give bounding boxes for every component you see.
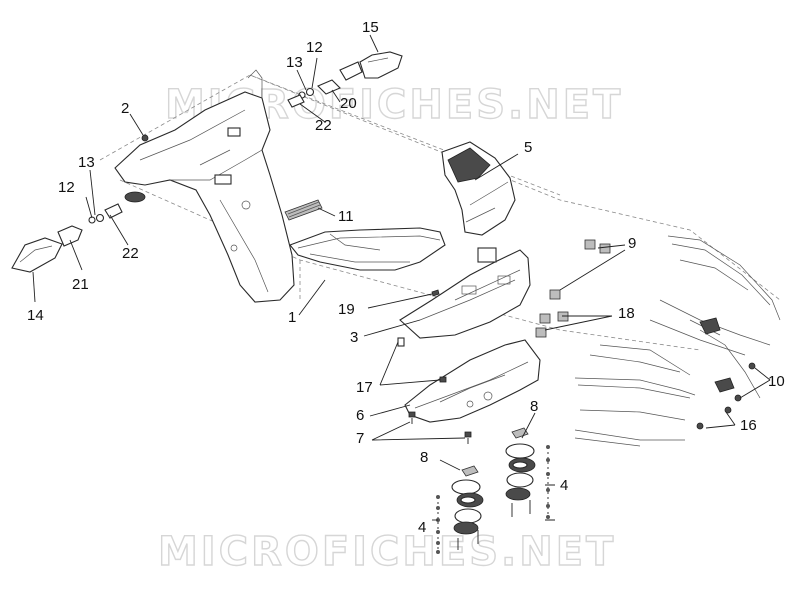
- watermark-bottom: MICROFICHES.NET: [158, 529, 616, 575]
- small-screws: [397, 289, 472, 444]
- callout-12-right: 12: [306, 39, 323, 56]
- bracket-right: [546, 445, 550, 519]
- callout-16: 16: [740, 417, 757, 434]
- leader-lines: [32, 34, 771, 521]
- callout-10: 10: [768, 373, 785, 390]
- callout-22-right: 22: [315, 117, 332, 134]
- rear-fender-assembly: [114, 69, 295, 303]
- body-ghost-outline: [99, 74, 781, 351]
- reflector-plate: [284, 199, 323, 221]
- callout-5: 5: [524, 139, 532, 156]
- callout-6: 6: [356, 407, 364, 424]
- tail-light-housing: [289, 227, 446, 271]
- spring-clips: [535, 239, 611, 338]
- callout-4-right: 4: [560, 477, 568, 494]
- license-plate-holder: [404, 339, 541, 423]
- callout-17: 17: [356, 379, 373, 396]
- callout-22-left: 22: [122, 245, 139, 262]
- callout-19: 19: [338, 301, 355, 318]
- callout-8-left: 8: [420, 449, 428, 466]
- callout-14: 14: [27, 307, 44, 324]
- callout-13-left: 13: [78, 154, 95, 171]
- callout-13-right: 13: [286, 54, 303, 71]
- rear-side-panel: [574, 235, 781, 447]
- callout-18: 18: [618, 305, 635, 322]
- license-lights-right: [505, 427, 550, 519]
- callout-1: 1: [288, 309, 296, 326]
- left-turn-signal: [11, 203, 123, 273]
- lower-cover: [399, 247, 531, 339]
- callout-21: 21: [72, 276, 89, 293]
- callout-3: 3: [350, 329, 358, 346]
- callout-2: 2: [121, 100, 129, 117]
- callout-12-left: 12: [58, 179, 75, 196]
- callout-labels: 1 2 3 4 4 5 6 7 8 8 9 10 11 12 12 13 13 …: [27, 19, 785, 536]
- screw-2: [141, 134, 149, 142]
- callout-15: 15: [362, 19, 379, 36]
- callout-20: 20: [340, 95, 357, 112]
- screws-10-16: [696, 362, 756, 430]
- callout-9: 9: [628, 235, 636, 252]
- callout-4-left: 4: [418, 519, 426, 536]
- license-lights-left: [436, 465, 484, 554]
- callout-7: 7: [356, 430, 364, 447]
- callout-8-right: 8: [530, 398, 538, 415]
- callout-11: 11: [338, 208, 354, 225]
- upper-tail-light: [441, 141, 516, 236]
- right-turn-signal: [287, 51, 403, 108]
